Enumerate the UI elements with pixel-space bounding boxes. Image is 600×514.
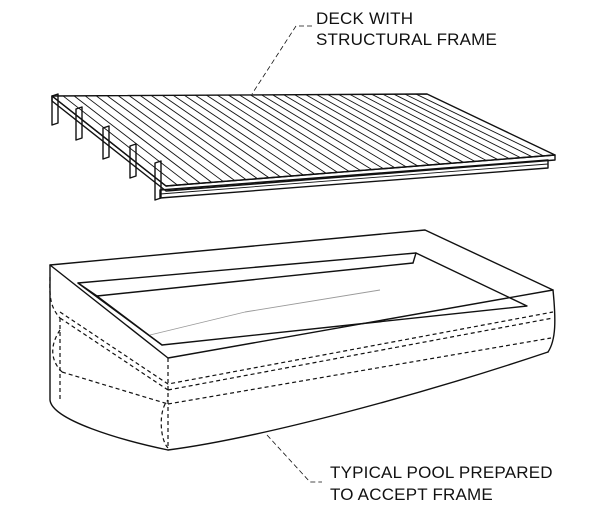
deck-label-line2: STRUCTURAL FRAME [316, 30, 497, 49]
deck-board-line [360, 93, 487, 161]
deck-board-line [382, 93, 510, 160]
deck-board-line [404, 93, 533, 158]
deck-board-line [250, 94, 373, 171]
deck-board-line [261, 94, 384, 170]
deck-board-line [327, 94, 453, 164]
pool-label-line2: TO ACCEPT FRAME [330, 485, 493, 504]
deck-board-line [316, 94, 442, 165]
pool-outer-wall [49, 264, 556, 451]
deck-assembly [51, 93, 556, 201]
deck-board-line [239, 94, 361, 171]
deck-board-line [228, 94, 350, 172]
pool-leader [266, 434, 322, 483]
deck-label-line1: DECK WITH [316, 9, 413, 28]
deck-board-line [393, 93, 522, 159]
deck-board-line [272, 94, 396, 169]
deck-callout: DECK WITH STRUCTURAL FRAME [316, 9, 497, 49]
deck-surface [51, 93, 556, 187]
deck-board-line [128, 95, 247, 181]
deck-board-line [183, 94, 304, 176]
deck-board-line [194, 94, 316, 175]
deck-board-line [283, 94, 407, 168]
pool-label-line1: TYPICAL POOL PREPARED [330, 463, 553, 482]
deck-board-line [371, 93, 499, 161]
deck-board-line [294, 94, 419, 167]
deck-board-line [62, 95, 178, 186]
pool-rim [49, 229, 554, 359]
deck-board-line [106, 95, 224, 182]
deck-board-line [338, 94, 464, 163]
deck-board-line [139, 95, 258, 180]
pool-opening [77, 252, 528, 346]
deck-board-line [150, 95, 270, 179]
deck-board-line [349, 93, 476, 162]
leader-lines [251, 25, 322, 483]
deck-board-line [161, 94, 281, 178]
deck-board-line [73, 95, 190, 185]
deck-board-line [415, 93, 545, 157]
deck-board-line [117, 95, 236, 181]
pool-inner-walls [77, 252, 417, 346]
pool-assembly [49, 229, 556, 451]
deck-board-line [172, 94, 293, 177]
deck-leader [251, 25, 312, 95]
deck-board-line [205, 94, 327, 174]
pool-callout: TYPICAL POOL PREPARED TO ACCEPT FRAME [330, 463, 553, 504]
pool-hidden-lines [49, 276, 554, 449]
deck-board-line [305, 94, 430, 166]
deck-frame-joists [51, 93, 162, 201]
deck-boards [62, 93, 545, 186]
deck-board-line [216, 94, 339, 173]
deck-board-line [84, 95, 201, 184]
deck-front-rim [159, 159, 549, 199]
deck-board-line [95, 95, 213, 183]
